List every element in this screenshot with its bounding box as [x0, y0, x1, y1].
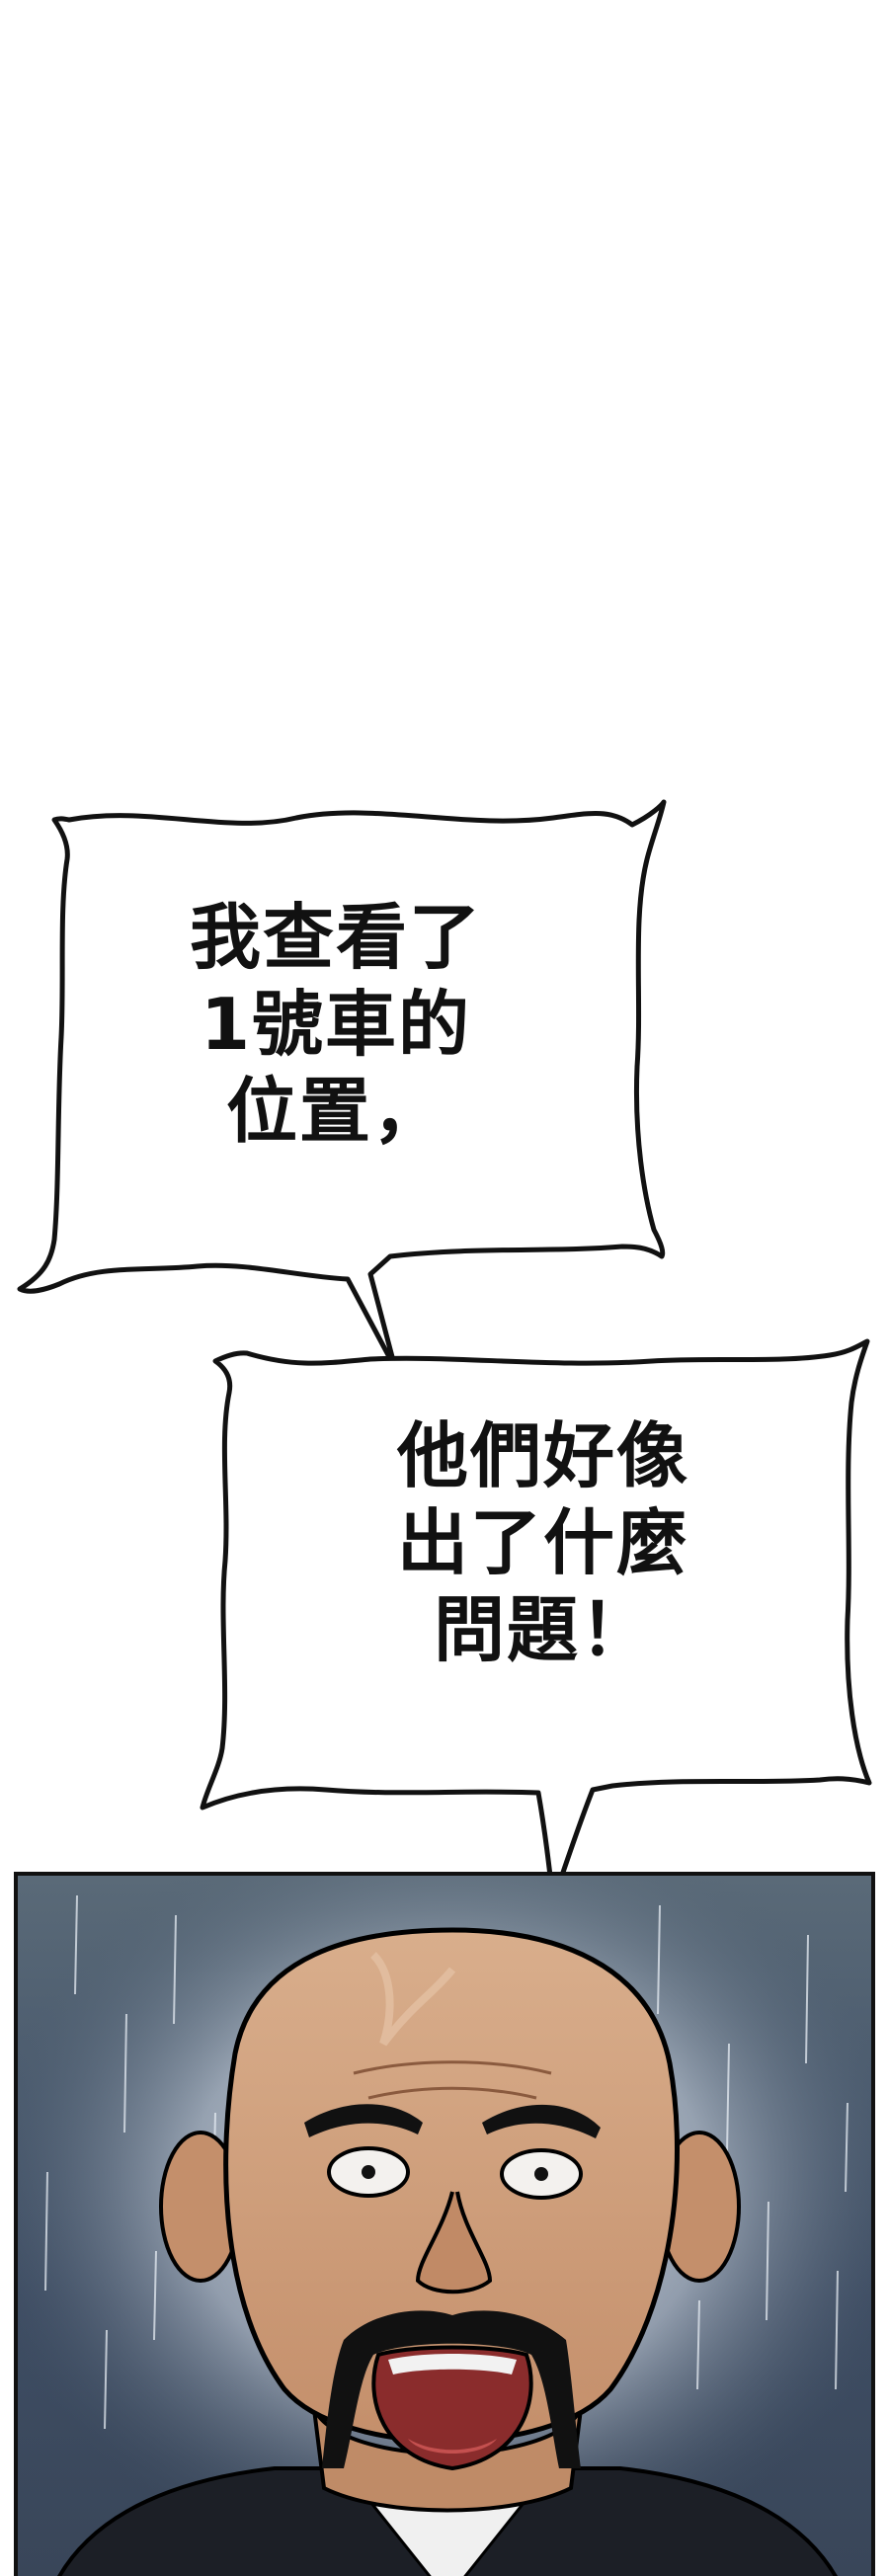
bubble-2-line-2: 出了什麼: [396, 1501, 689, 1584]
speech-bubble-2-outline: [200, 1338, 872, 1904]
bubble-2-line-1: 他們好像: [396, 1414, 689, 1497]
right-pupil: [534, 2167, 548, 2181]
shocked-man-illustration: [18, 1876, 871, 2576]
scalp-sweat: [369, 1952, 456, 2047]
comic-panel-shocked-man: [14, 1872, 875, 2576]
speech-bubble-2-text: 他們好像 出了什麼 問題！: [336, 1412, 751, 1673]
tongue: [408, 2439, 497, 2454]
speech-bubble-1-outline: [17, 799, 667, 1371]
right-eyebrow: [482, 2104, 601, 2138]
bald-head: [223, 1927, 680, 2444]
bubble-1-line-1: 我查看了: [189, 896, 482, 979]
left-eyebrow: [304, 2104, 423, 2137]
bubble-2-line-3: 問題！: [433, 1588, 653, 1671]
speech-bubble-1-text: 我查看了 1號車的 位置，: [138, 894, 533, 1155]
open-mouth: [371, 2345, 533, 2471]
left-pupil: [362, 2165, 375, 2179]
bubble-1-line-3: 位置，: [225, 1070, 445, 1153]
upper-teeth: [388, 2354, 517, 2375]
forehead-wrinkles: [353, 2060, 552, 2100]
bubble-1-line-2: 1號車的: [200, 983, 472, 1066]
mustache: [322, 2310, 581, 2468]
nose: [415, 2191, 493, 2294]
